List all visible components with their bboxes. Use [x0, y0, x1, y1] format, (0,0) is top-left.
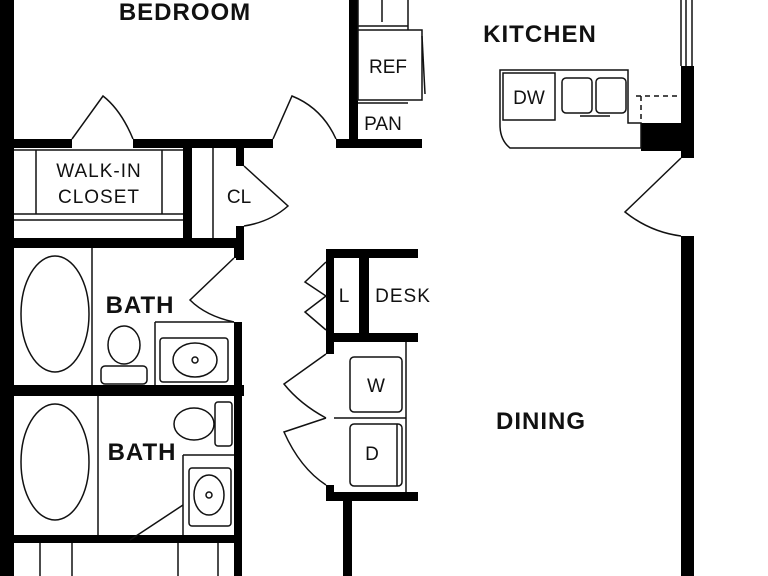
dryer — [349, 423, 403, 487]
walls — [0, 0, 694, 576]
laundry-bifold-upper — [282, 353, 327, 419]
wall-bath-divider — [0, 385, 244, 396]
wall-desk-bottom — [326, 333, 418, 342]
room-label-kitchen: KITCHEN — [483, 21, 597, 48]
kitchen-sink-left — [561, 77, 593, 114]
wall-kitchen-corner — [641, 123, 694, 151]
wall-cl-right — [236, 148, 244, 166]
wall-bedroom-bottom-c — [336, 139, 422, 148]
fixture-labels: REF PAN DW W D — [364, 57, 545, 465]
dishwasher-outline — [502, 72, 556, 121]
wall-bath-upper-right-b — [234, 322, 242, 396]
room-label-bedroom: BEDROOM — [119, 0, 251, 26]
room-label-bath-upper: BATH — [106, 292, 175, 319]
room-label-bath-lower: BATH — [108, 439, 177, 466]
laundry-bifold-lower — [282, 417, 327, 486]
bedroom-hall-door — [272, 95, 337, 140]
room-label-desk: DESK — [375, 286, 431, 307]
fixture-label-ref: REF — [369, 57, 407, 78]
bath-lower-toilet-tank — [214, 401, 233, 447]
wall-laundry-bottom — [326, 492, 418, 501]
wall-walkin-right — [183, 148, 192, 240]
bath-lower-drain — [205, 491, 213, 499]
bath-upper-tub — [20, 255, 90, 373]
room-label-cl: CL — [227, 187, 251, 208]
wall-bedroom-bottom-a — [0, 139, 72, 148]
bath-upper-drain — [191, 356, 199, 364]
bath-lower-tub — [20, 403, 90, 521]
cl-door — [243, 165, 290, 227]
kitchen-sink-right — [595, 77, 627, 114]
wall-laundry-left-a — [326, 342, 334, 354]
fixture-label-d: D — [365, 444, 379, 465]
bath-upper-sink-box — [159, 337, 229, 383]
room-label-linen: L — [339, 286, 350, 307]
bath-lower-sink — [193, 474, 225, 516]
bath-lower-sink-box — [188, 467, 232, 527]
washer — [349, 356, 403, 413]
bath-upper-toilet-tank — [100, 365, 148, 385]
bath-lower-toilet-bowl — [173, 407, 215, 441]
wall-bedroom-bottom-b — [133, 139, 273, 148]
thin-lines — [14, 0, 693, 576]
linen-bifold — [303, 261, 328, 331]
room-labels: BEDROOM KITCHEN WALK-IN CLOSET CL BATH B… — [56, 0, 597, 466]
refrigerator — [357, 29, 423, 101]
wall-bedroom-right — [349, 0, 358, 148]
bath-lower-door — [129, 504, 184, 541]
fixture-label-pan: PAN — [364, 114, 402, 135]
wall-bath-upper-right-a — [234, 248, 242, 258]
fixture-label-dw: DW — [513, 88, 545, 109]
wall-bath-lower-right — [234, 396, 242, 576]
wall-linen-right — [359, 249, 369, 335]
kitchen-door — [623, 157, 682, 237]
fixtures — [20, 29, 678, 527]
fixture-label-w: W — [367, 376, 385, 397]
wall-bath-lower-bottom — [14, 535, 242, 543]
bath-upper-toilet-bowl — [107, 325, 141, 365]
wall-linen-left — [326, 249, 334, 335]
wall-desk-top — [326, 249, 418, 258]
wall-walkin-bottom — [0, 238, 244, 248]
wall-left-outer — [0, 0, 14, 576]
wall-right-lower — [681, 236, 694, 576]
wall-hall-right — [343, 492, 352, 576]
room-label-dining: DINING — [496, 408, 586, 435]
room-label-walk-in: WALK-IN — [56, 161, 141, 182]
kitchen-counter — [499, 69, 642, 149]
bedroom-door-left — [71, 94, 134, 140]
bath-upper-door — [188, 257, 235, 323]
doors — [71, 94, 682, 541]
room-label-closet: CLOSET — [58, 187, 140, 208]
refrigerator-handle — [421, 35, 426, 95]
bath-upper-sink — [172, 342, 218, 378]
